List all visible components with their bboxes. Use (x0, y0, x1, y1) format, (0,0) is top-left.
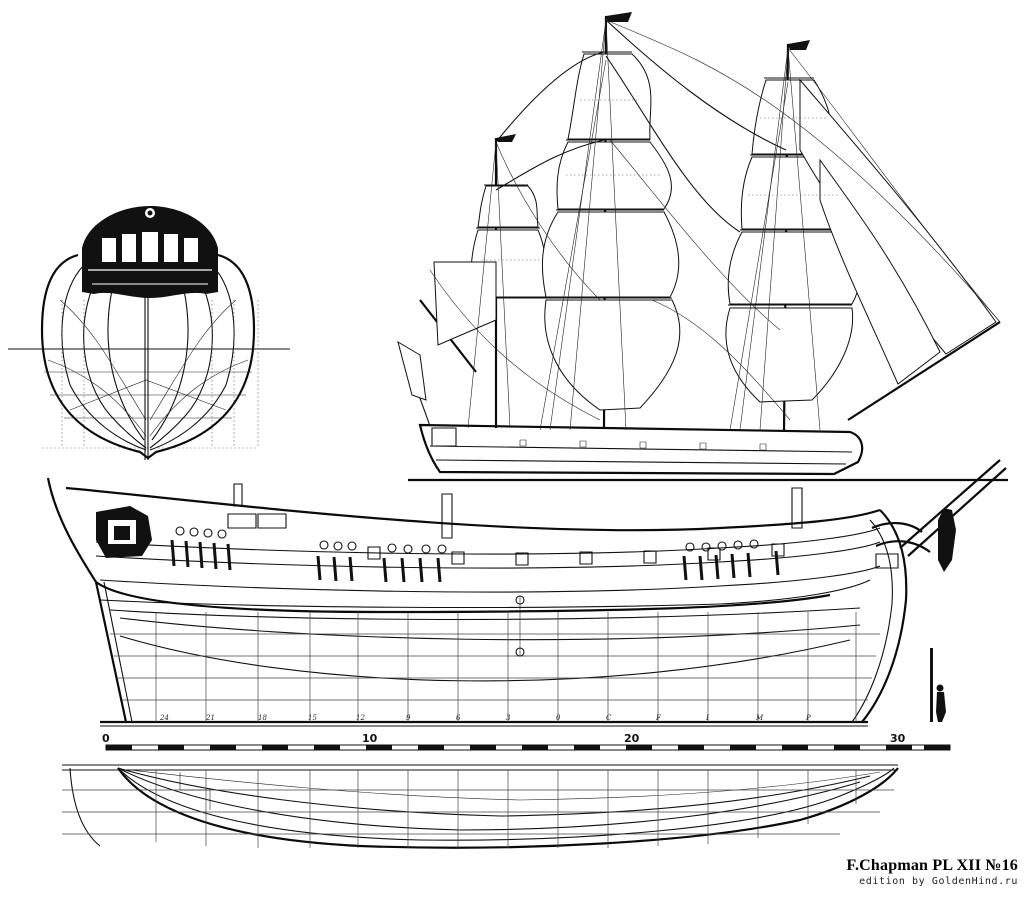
sail-plan-elevation (398, 12, 1008, 480)
scale-label: 10 (362, 732, 378, 745)
station-numbers: 24 21 18 15 12 9 6 3 0 C F I M P (159, 714, 811, 722)
scale-bar: 0 10 20 30 (102, 732, 950, 750)
station-label: M (755, 714, 764, 722)
plate-credit: edition by GoldenHind.ru (859, 876, 1018, 887)
station-label: 12 (356, 714, 365, 722)
station-label: P (805, 714, 811, 722)
station-label: 24 (159, 714, 169, 722)
sheer-plan (48, 460, 1006, 726)
station-label: 15 (308, 714, 317, 722)
station-label: 21 (205, 714, 215, 722)
station-label: 18 (258, 714, 267, 722)
station-label: C (606, 714, 612, 722)
station-label: F (655, 714, 662, 722)
plate-title: F.Chapman PL XII №16 (846, 857, 1018, 874)
station-label: 9 (406, 714, 411, 722)
station-label: 3 (506, 714, 511, 722)
scale-label: 20 (624, 732, 640, 745)
scale-label: 30 (890, 732, 906, 745)
stern-body-plan (8, 206, 290, 460)
scale-label: 0 (102, 732, 110, 745)
half-breadth-plan (62, 765, 898, 848)
station-label: 0 (556, 714, 561, 722)
station-label: I (705, 714, 709, 722)
station-label: 6 (456, 714, 461, 722)
